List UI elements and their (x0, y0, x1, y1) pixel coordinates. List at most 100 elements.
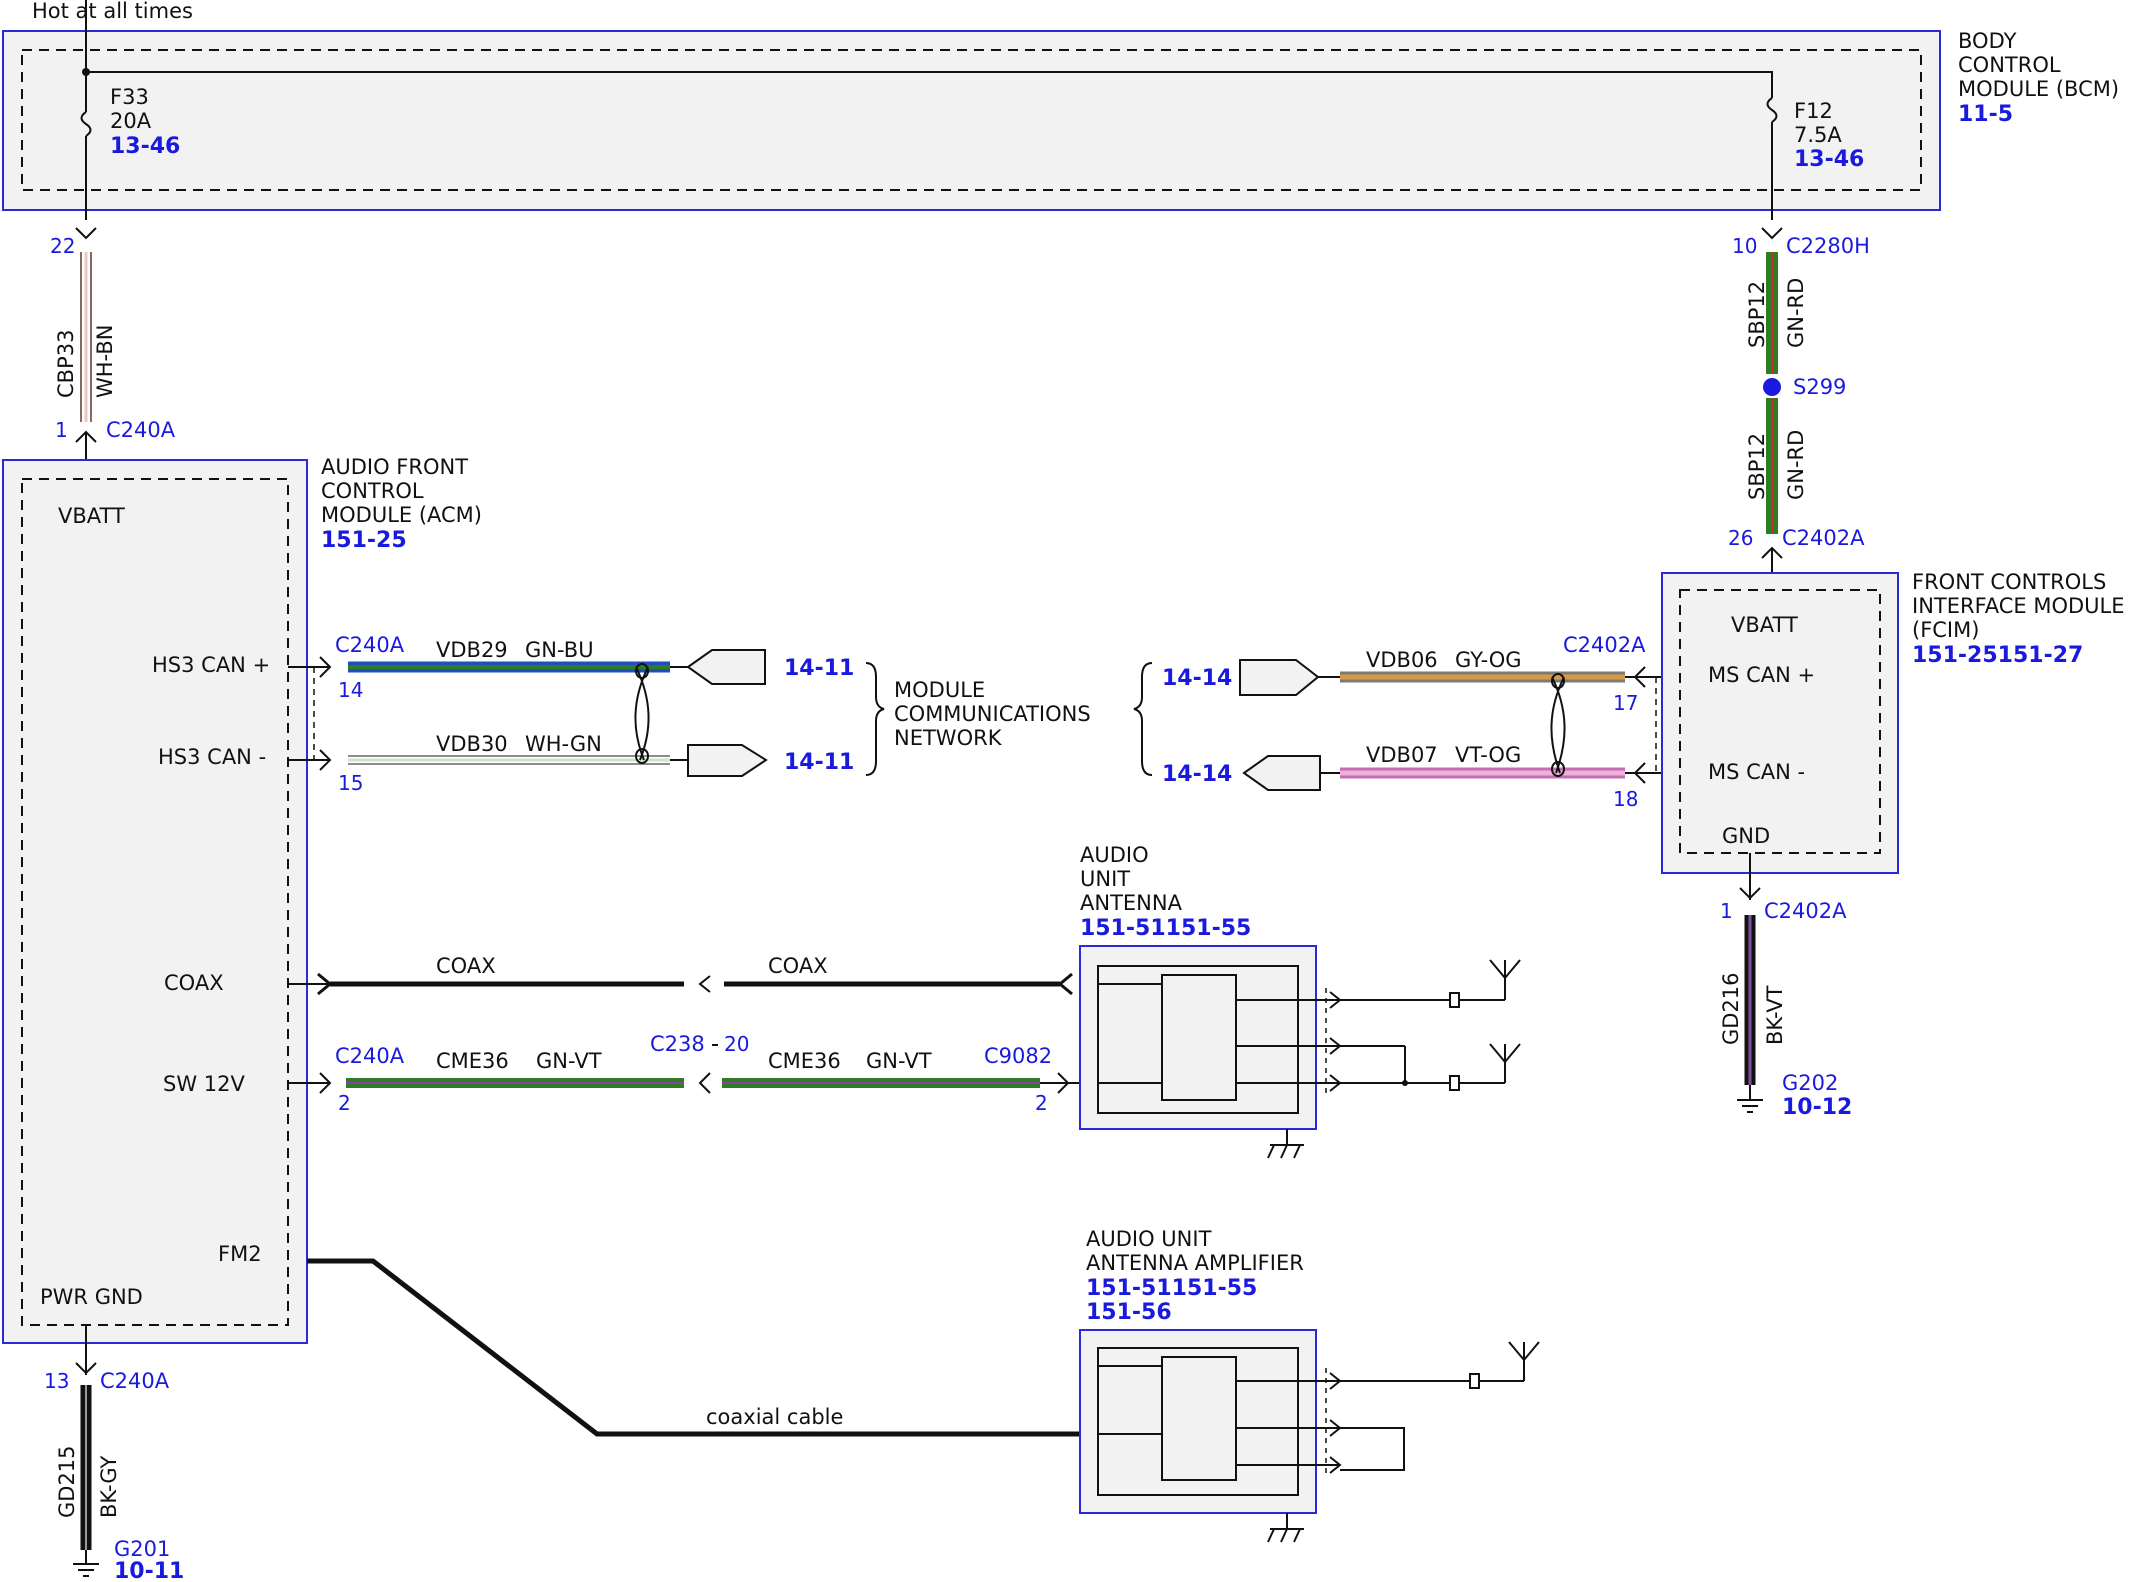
fcim-gnd-terminal: GND (1722, 824, 1770, 848)
pin-18-label: 18 (1613, 787, 1638, 811)
fuse-f33-icon (80, 111, 92, 137)
wire-cme36-left-circuit: CME36 (436, 1049, 509, 1073)
bcm-bus-line (86, 71, 1773, 98)
pin-1-label: 1 (55, 418, 68, 442)
fcim-ms-can-plus-terminal: MS CAN + (1708, 663, 1815, 687)
fcim-module (1661, 572, 1899, 874)
network-label-3: NETWORK (894, 726, 1003, 750)
sw12-left-pin: 2 (338, 1091, 351, 1115)
ms-can-plus-page-ref-icon (1239, 659, 1320, 696)
acm-gnd-pin: 13 (44, 1369, 69, 1393)
fcim-gnd-connector: C2402A (1764, 899, 1847, 923)
amplifier-loop-icon (1340, 1427, 1405, 1471)
hs3-can-minus-page-ref-icon (687, 744, 768, 777)
connector-c240a-sw12: C240A (335, 1044, 405, 1068)
fuse-f12-icon (1766, 97, 1778, 123)
wire-sbp12-lower-color: GN-RD (1784, 430, 1808, 500)
ground-g202-icon (1737, 1085, 1763, 1113)
antenna-chassis-ground-icon (1267, 1129, 1304, 1159)
fcim-title-3: (FCIM) (1912, 618, 1979, 642)
bcm-title-1: BODY (1958, 29, 2017, 53)
wire-cme36-left-color: GN-VT (536, 1049, 602, 1073)
wire-vdb07-circuit: VDB07 (1366, 743, 1438, 767)
wire-gd216-circuit: GD216 (1719, 972, 1743, 1045)
acm-title-2: CONTROL (321, 479, 424, 503)
connector-c9082-pin: 2 (1035, 1091, 1048, 1115)
wire-sbp12-upper-color: GN-RD (1784, 278, 1808, 348)
fuse-f33-ref[interactable]: 13-46 (110, 134, 180, 159)
connector-c2402a-top: C2402A (1782, 526, 1865, 550)
bcm-ref[interactable]: 11-5 (1958, 102, 2013, 127)
ms-can-minus-arrow (1633, 762, 1646, 784)
wire-cme36-right-color: GN-VT (866, 1049, 932, 1073)
network-label-1: MODULE (894, 678, 985, 702)
wire-cbp33 (80, 252, 92, 422)
amplifier-module (1079, 1329, 1342, 1514)
pin-22-arrow (75, 227, 97, 240)
antenna-2-icon (1340, 1043, 1521, 1091)
amplifier-chassis-ground-icon (1267, 1513, 1304, 1543)
wire-vdb06-color: GY-OG (1455, 648, 1522, 672)
pin-10-label: 10 (1732, 234, 1757, 258)
connector-c240a-can: C240A (335, 633, 405, 657)
ms-can-plus-ref[interactable]: 14-14 (1162, 666, 1232, 691)
fcim-ref[interactable]: 151-25151-27 (1912, 643, 2083, 668)
acm-vbatt-terminal: VBATT (58, 504, 125, 528)
connector-c240a-top: C240A (106, 418, 176, 442)
fcim-gnd-pin: 1 (1720, 899, 1733, 923)
connector-c2402a-can: C2402A (1563, 633, 1646, 657)
connector-c2280h: C2280H (1786, 234, 1870, 258)
amplifier-title-1: AUDIO UNIT (1086, 1227, 1212, 1251)
hs3-can-plus-arrow (319, 656, 332, 678)
antenna-title-2: UNIT (1080, 867, 1130, 891)
hs3-can-minus-ref[interactable]: 14-11 (784, 750, 854, 775)
splice-s299-dot (1763, 378, 1781, 396)
ground-g201-icon (73, 1550, 99, 1577)
acm-sw12v-terminal: SW 12V (163, 1072, 245, 1096)
coax-right-arrow (1057, 972, 1073, 996)
fcim-title-1: FRONT CONTROLS (1912, 570, 2106, 594)
antenna-title-1: AUDIO (1080, 843, 1149, 867)
wire-vdb30 (348, 755, 670, 765)
fcim-vbatt-terminal: VBATT (1731, 613, 1798, 637)
connector-c238: C238 (650, 1032, 705, 1056)
wire-vdb06-circuit: VDB06 (1366, 648, 1438, 672)
acm-hs3-can-plus-terminal: HS3 CAN + (152, 653, 270, 677)
wire-vdb29-circuit: VDB29 (436, 638, 508, 662)
hs3-can-plus-page-ref-icon (686, 649, 766, 685)
antenna-ref[interactable]: 151-51151-55 (1080, 916, 1251, 941)
ground-g202-ref[interactable]: 10-12 (1782, 1095, 1852, 1120)
ground-g201-label: G201 (114, 1537, 170, 1561)
coaxial-cable-label: coaxial cable (706, 1405, 843, 1429)
wire-gd215-color: BK-GY (97, 1455, 121, 1518)
ground-g201-ref[interactable]: 10-11 (114, 1559, 184, 1582)
wire-sbp12-upper-circuit: SBP12 (1745, 281, 1769, 348)
fuse-f12-rating: 7.5A (1794, 123, 1842, 147)
coax-mid-arrow (698, 975, 711, 993)
fuse-f12-name: F12 (1794, 99, 1833, 123)
hs3-can-plus-ref[interactable]: 14-11 (784, 656, 854, 681)
wire-cbp33-circuit: CBP33 (54, 330, 78, 398)
coax-right-label: COAX (768, 954, 828, 978)
network-label-2: COMMUNICATIONS (894, 702, 1091, 726)
acm-ref[interactable]: 151-25 (321, 528, 407, 553)
wire-sbp12-lower-circuit: SBP12 (1745, 433, 1769, 500)
network-left-brace-icon (865, 662, 885, 776)
antenna-1-icon (1340, 959, 1521, 1008)
bcm-module (2, 30, 1941, 211)
connector-c9082: C9082 (984, 1044, 1052, 1068)
wire-gd216-color: BK-VT (1763, 985, 1787, 1045)
antenna-module (1079, 945, 1342, 1130)
wire-gd215-circuit: GD215 (55, 1445, 79, 1518)
amplifier-ref-2[interactable]: 151-56 (1086, 1300, 1172, 1325)
fuse-f33-name: F33 (110, 85, 149, 109)
ms-can-plus-arrow (1633, 666, 1646, 688)
connector-c238-pin: 20 (724, 1032, 749, 1056)
ms-can-minus-ref[interactable]: 14-14 (1162, 762, 1232, 787)
fuse-f12-ref[interactable]: 13-46 (1794, 147, 1864, 172)
bcm-title-3: MODULE (BCM) (1958, 77, 2119, 101)
wire-cme36-right-circuit: CME36 (768, 1049, 841, 1073)
amplifier-ref-1[interactable]: 151-51151-55 (1086, 1276, 1257, 1301)
pin-15-label: 15 (338, 771, 363, 795)
pin-26-label: 26 (1728, 526, 1753, 550)
